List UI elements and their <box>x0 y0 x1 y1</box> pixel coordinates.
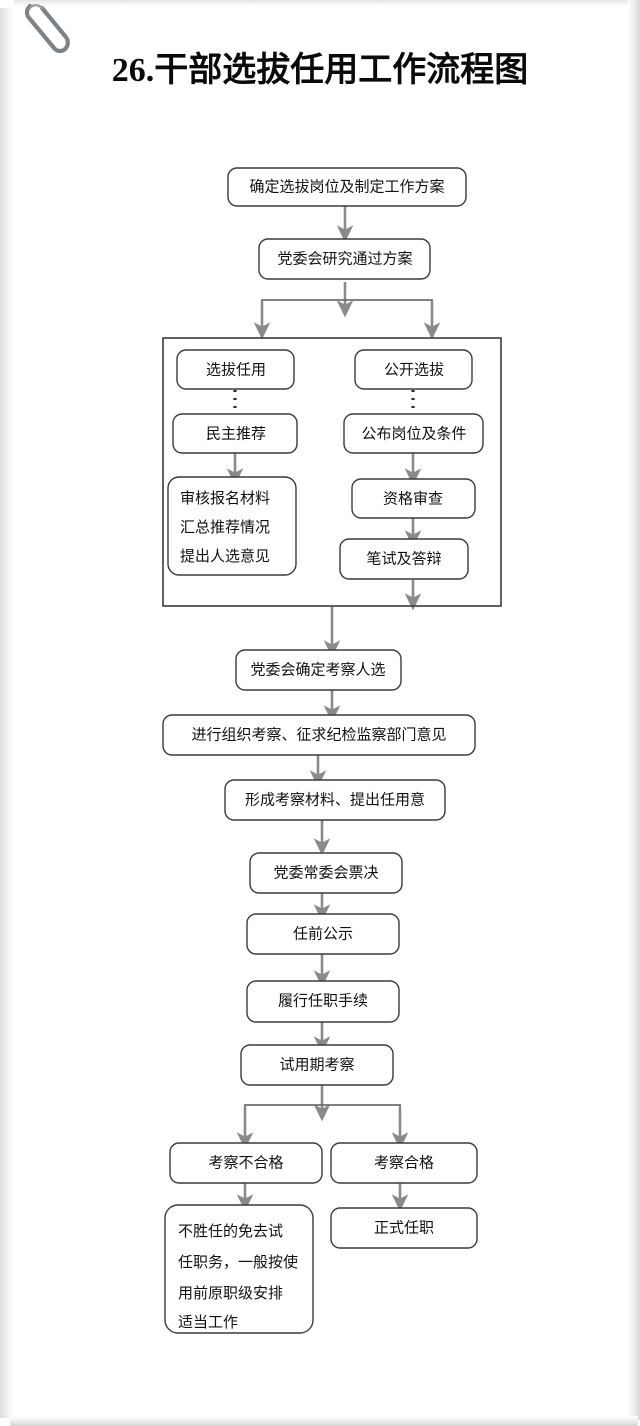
node-n1[interactable]: 确定选拔岗位及制定工作方案 <box>227 167 467 207</box>
node-n10-label: 党委会确定考察人选 <box>250 660 385 678</box>
node-n16-box[interactable] <box>240 1044 394 1086</box>
node-n15-box[interactable] <box>246 980 400 1023</box>
node-n14-box[interactable] <box>246 913 400 955</box>
node-n2-label: 党委会研究通过方案 <box>277 249 412 267</box>
node-n2-box[interactable] <box>258 238 431 280</box>
node-n11[interactable]: 进行组织考察、征求纪检监察部门意见 <box>162 714 476 756</box>
node-n4[interactable]: 公开选拔 <box>354 349 473 390</box>
node-n13-box[interactable] <box>249 852 403 894</box>
node-n9-label: 笔试及答辩 <box>366 550 441 567</box>
sheet-edge-right <box>628 0 640 1420</box>
node-n16[interactable]: 试用期考察 <box>240 1044 394 1086</box>
node-n4-box[interactable] <box>354 349 473 390</box>
node-n3-label: 选拔任用 <box>206 361 266 378</box>
node-n15[interactable]: 履行任职手续 <box>246 980 400 1023</box>
node-n7-label-line1: 审核报名材料 <box>180 490 270 507</box>
node-n16-label: 试用期考察 <box>279 1055 354 1073</box>
split-bar-top <box>261 299 433 305</box>
node-n5-label: 民主推荐 <box>206 425 266 442</box>
node-n15-label: 履行任职手续 <box>278 992 368 1009</box>
sheet-edge-top <box>14 0 634 7</box>
node-n19-label-line2: 任职务，一般按使 <box>178 1254 298 1271</box>
node-n5[interactable]: 民主推荐 <box>172 413 298 454</box>
node-n9[interactable]: 笔试及答辩 <box>339 538 469 580</box>
node-n7-label-line2: 汇总推荐情况 <box>180 519 270 536</box>
node-n19[interactable]: 不胜任的免去试 任职务，一般按使 用前原职级安排 适当工作 <box>164 1204 314 1334</box>
node-n13-label: 党委常委会票决 <box>273 864 378 881</box>
node-n9-box[interactable] <box>339 538 469 580</box>
node-n17-box[interactable] <box>169 1142 323 1184</box>
node-n8-box[interactable] <box>351 478 476 519</box>
branch-container <box>162 337 502 607</box>
node-n4-label: 公开选拔 <box>384 361 444 378</box>
node-n6-box[interactable] <box>343 413 484 454</box>
node-n19-box[interactable] <box>164 1204 314 1334</box>
node-n14[interactable]: 任前公示 <box>246 913 400 955</box>
node-n17-label: 考察不合格 <box>208 1153 283 1171</box>
node-n18[interactable]: 考察合格 <box>330 1142 478 1184</box>
node-n1-label: 确定选拔岗位及制定工作方案 <box>249 177 444 195</box>
node-n13[interactable]: 党委常委会票决 <box>249 852 403 894</box>
page-title: 26.干部选拔任用工作流程图 <box>111 52 529 89</box>
node-n7-label-line3: 提出人选意见 <box>180 547 270 565</box>
node-n20-label: 正式任职 <box>374 1219 434 1236</box>
sheet-edge-left <box>0 8 14 1418</box>
node-n18-box[interactable] <box>330 1142 478 1184</box>
node-n5-box[interactable] <box>172 413 298 454</box>
node-n19-label-line1: 不胜任的免去试 <box>178 1223 283 1240</box>
node-n20[interactable]: 正式任职 <box>330 1207 478 1249</box>
node-n10[interactable]: 党委会确定考察人选 <box>235 649 402 691</box>
node-n19-label-line3: 用前原职级安排 <box>178 1285 283 1302</box>
sheet-edge-bottom <box>10 1416 638 1426</box>
node-n18-label: 考察合格 <box>374 1153 434 1171</box>
node-n6[interactable]: 公布岗位及条件 <box>343 413 484 454</box>
node-n7-box[interactable] <box>167 476 297 576</box>
node-n2[interactable]: 党委会研究通过方案 <box>258 238 431 280</box>
node-n8-label: 资格审查 <box>383 490 443 507</box>
node-n17[interactable]: 考察不合格 <box>169 1142 323 1184</box>
paperclip-icon <box>24 3 70 54</box>
node-n8[interactable]: 资格审查 <box>351 478 476 519</box>
node-n11-label: 进行组织考察、征求纪检监察部门意见 <box>191 725 446 743</box>
node-n19-label-line4: 适当工作 <box>178 1314 238 1331</box>
node-n12-label: 形成考察材料、提出任用意 <box>245 790 425 808</box>
node-n6-label: 公布岗位及条件 <box>361 425 466 442</box>
node-n14-label: 任前公示 <box>293 925 353 942</box>
node-n12[interactable]: 形成考察材料、提出任用意 <box>224 779 446 821</box>
node-n20-box[interactable] <box>330 1207 478 1249</box>
node-n11-box[interactable] <box>162 714 476 756</box>
node-n3[interactable]: 选拔任用 <box>176 349 295 390</box>
node-n12-box[interactable] <box>224 779 446 821</box>
node-n1-box[interactable] <box>227 167 467 207</box>
node-n3-box[interactable] <box>176 349 295 390</box>
node-n7[interactable]: 审核报名材料 汇总推荐情况 提出人选意见 <box>167 476 297 576</box>
node-n10-box[interactable] <box>235 649 402 691</box>
